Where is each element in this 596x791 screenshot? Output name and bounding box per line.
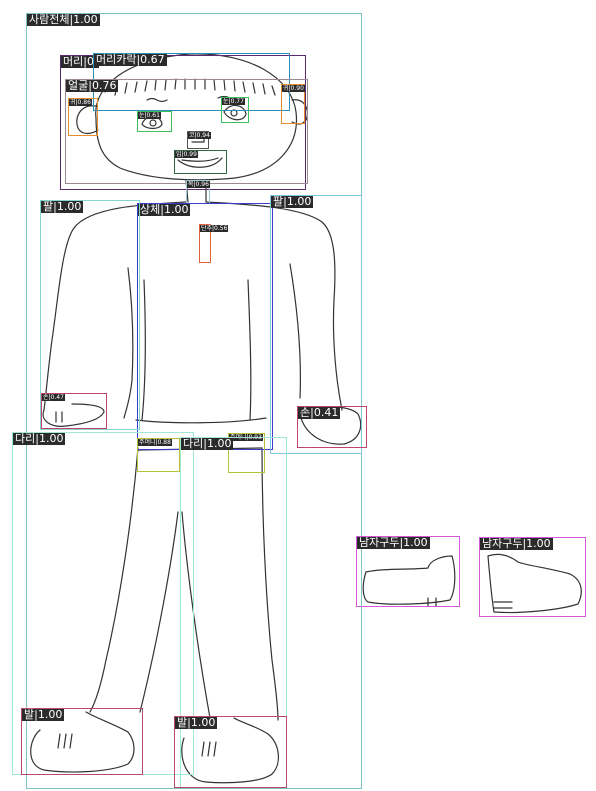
- detection-hand-left: 손|0.47: [41, 393, 107, 429]
- detection-label-torso: 상체|1.00: [138, 203, 191, 216]
- detection-label-foot-right: 발|1.00: [175, 716, 218, 729]
- leg-right-sketch: [261, 447, 279, 721]
- detection-label-arm-right: 팔|1.00: [271, 195, 314, 208]
- detection-label-nose: 코|0.94: [188, 132, 211, 139]
- detection-label-person: 사람전체|1.00: [27, 13, 100, 26]
- detection-label-eye-left: 눈|0.61: [138, 112, 161, 119]
- detection-label-hand-left: 손|0.47: [42, 394, 65, 401]
- detection-hair: 머리카락|0.67: [93, 53, 290, 111]
- detection-label-arm-left: 팔|1.00: [41, 200, 84, 213]
- detection-label-face: 얼굴|0.76: [66, 79, 119, 92]
- detection-label-hand-right: 손|0.41: [298, 406, 341, 419]
- detection-pocket-left: 주머니|0.88: [137, 438, 180, 472]
- detection-neck: 목|0.96: [186, 180, 210, 204]
- detection-nose: 코|0.94: [187, 131, 211, 149]
- shoe-2-sketch: [487, 553, 582, 614]
- torso-sketch: [43, 201, 187, 411]
- detection-label-button: 단추|0.56: [200, 225, 229, 232]
- detection-label-leg-right: 다리|1.00: [181, 437, 234, 450]
- detection-label-pocket-left: 주머니|0.88: [138, 439, 172, 446]
- detection-foot-left: 발|1.00: [21, 708, 143, 775]
- detection-label-eye-right: 눈|0.77: [222, 98, 245, 105]
- hand-left-sketch: [42, 403, 105, 427]
- detection-torso: 상체|1.00: [137, 203, 273, 450]
- ear-left-sketch: [76, 105, 99, 135]
- detection-face: 얼굴|0.76: [65, 79, 308, 184]
- detection-label-head: 머리|0.: [61, 55, 100, 68]
- detection-label-leg-left: 다리|1.00: [13, 432, 66, 445]
- detection-mouth: 입|0.99: [174, 150, 227, 174]
- leg-left-sketch: [89, 447, 139, 713]
- detection-foot-right: 발|1.00: [174, 716, 287, 788]
- detection-shoe-1: 남자구두|1.00: [356, 536, 460, 607]
- detection-shoe-2: 남자구두|1.00: [479, 537, 586, 617]
- detection-ear-left: 귀|0.86: [68, 98, 98, 136]
- detection-label-neck: 목|0.96: [187, 181, 210, 188]
- detection-label-hair: 머리카락|0.67: [94, 53, 167, 66]
- foot-left-sketch: [30, 711, 135, 773]
- detection-button: 단추|0.56: [199, 224, 229, 263]
- detection-arm-right: 팔|1.00: [270, 195, 362, 454]
- detection-ear-right: 귀|0.90: [281, 84, 305, 124]
- foot-right-sketch: [181, 717, 279, 784]
- shoe-1-sketch: [362, 555, 456, 605]
- detection-hand-right: 손|0.41: [297, 406, 367, 448]
- detection-leg-left: 다리|1.00: [12, 432, 194, 775]
- detection-label-shoe-2: 남자구두|1.00: [480, 537, 553, 550]
- detection-label-shoe-1: 남자구두|1.00: [357, 536, 430, 549]
- detection-arm-left: 팔|1.00: [40, 200, 140, 430]
- detection-label-ear-left: 귀|0.86: [69, 99, 92, 106]
- detection-label-ear-right: 귀|0.90: [282, 85, 305, 92]
- eye-right-sketch: [223, 104, 247, 121]
- detection-label-mouth: 입|0.99: [175, 151, 198, 158]
- detection-eye-right: 눈|0.77: [221, 97, 249, 123]
- mouth-sketch: [177, 157, 223, 168]
- detection-head: 머리|0.: [60, 55, 306, 190]
- detection-eye-left: 눈|0.61: [137, 111, 172, 132]
- detection-label-foot-left: 발|1.00: [22, 708, 65, 721]
